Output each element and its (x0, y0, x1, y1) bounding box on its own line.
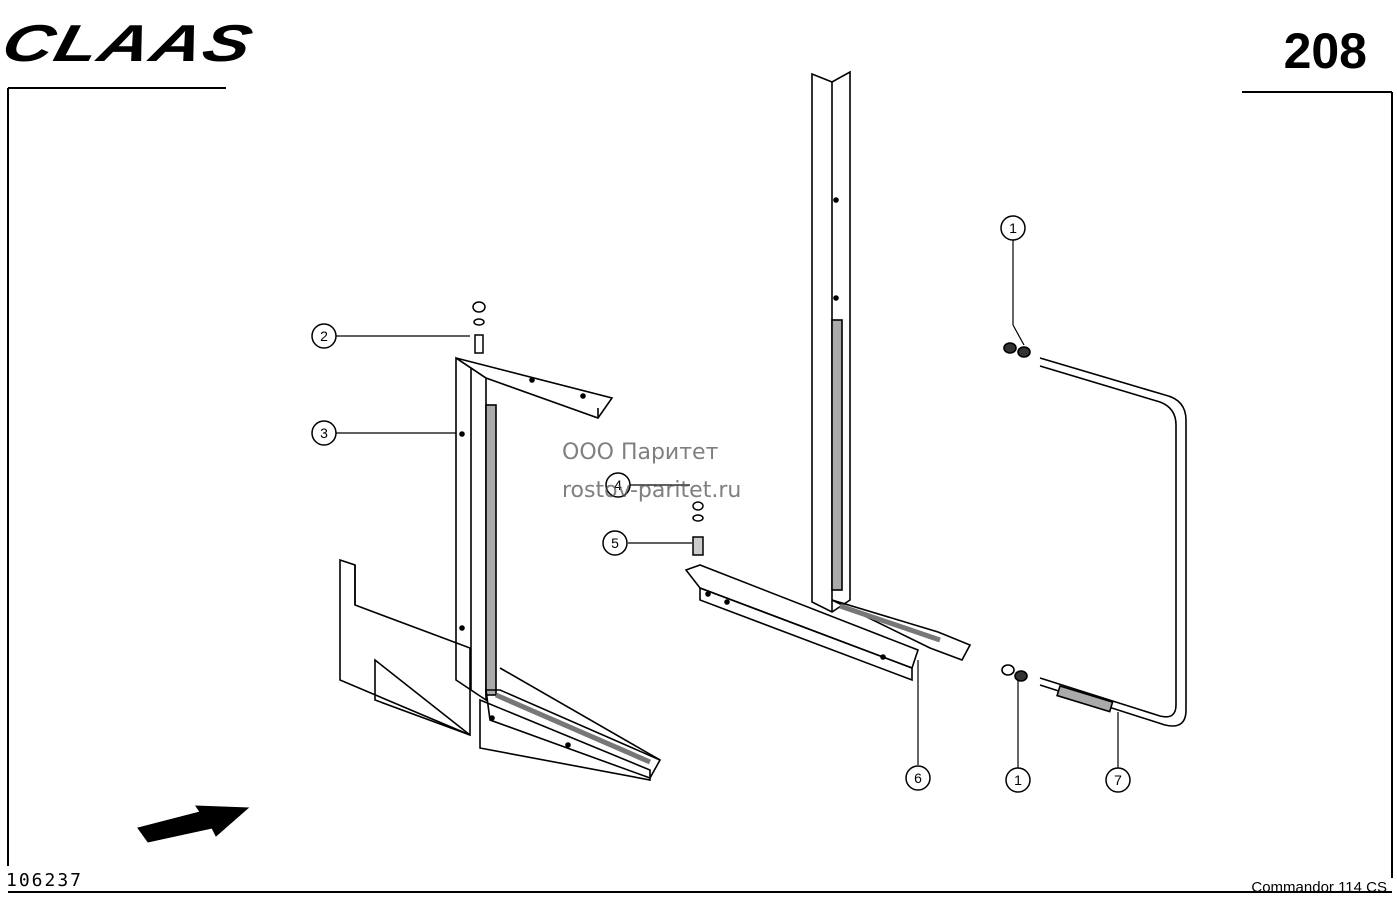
drawing-number: 106237 (6, 870, 84, 891)
callout-circles (311, 215, 1131, 793)
part-3-frame (339, 356, 662, 781)
callout-2: 2 (320, 328, 328, 344)
watermark-url: rostov-paritet.ru (562, 478, 742, 503)
direction-arrow-icon (137, 805, 250, 843)
callout-7: 7 (1114, 772, 1122, 788)
callout-4: 4 (614, 477, 622, 493)
leader-lines (336, 240, 1119, 768)
callout-3: 3 (320, 425, 328, 441)
sheet-border (7, 87, 1393, 893)
callout-5: 5 (611, 535, 619, 551)
callout-6: 6 (914, 770, 922, 786)
part-2-bolt (472, 301, 486, 354)
callout-1-top: 1 (1009, 220, 1017, 236)
page-number: 208 (1283, 23, 1367, 79)
part-7-strap (1001, 342, 1187, 727)
part-5-bolt (692, 501, 704, 556)
model-name: Commandor 114 CS (1251, 879, 1387, 896)
part-6-post (684, 70, 972, 682)
callout-1-bottom: 1 (1014, 772, 1022, 788)
watermark-company: ООО Паритет (562, 440, 719, 465)
